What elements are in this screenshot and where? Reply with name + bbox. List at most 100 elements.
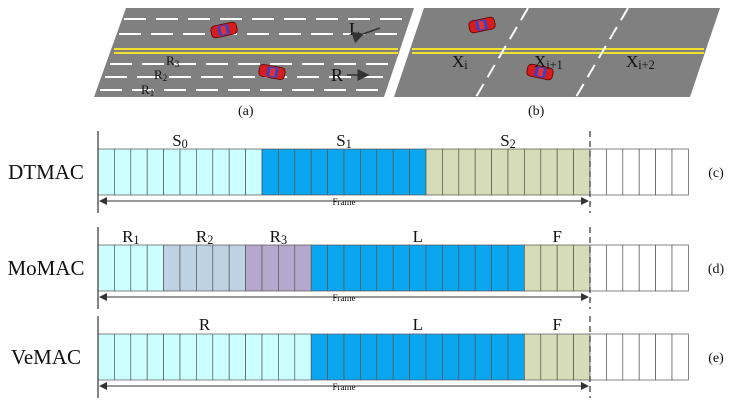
time-slot: [442, 148, 460, 196]
next-frame-slot: [606, 333, 624, 381]
time-slot: [376, 148, 394, 196]
road-b-panel: Xi Xi+1 Xi+2 (b): [394, 7, 720, 119]
time-slot: [310, 333, 328, 381]
caption-b: (b): [528, 104, 545, 119]
time-slot: [343, 148, 361, 196]
time-slot: [114, 333, 132, 381]
time-slot: [556, 244, 574, 292]
time-slot: [212, 333, 230, 381]
time-slot: [556, 148, 574, 196]
time-slot: [491, 244, 509, 292]
time-slot: [245, 333, 263, 381]
next-frame-slot: [655, 244, 673, 292]
slot-group-label: S2: [500, 131, 516, 151]
time-slot: [228, 333, 246, 381]
time-slot: [573, 244, 591, 292]
next-frame-slot: [671, 148, 689, 196]
time-slot: [474, 244, 492, 292]
time-slot: [507, 333, 525, 381]
time-slot: [458, 244, 476, 292]
caption-a: (a): [238, 104, 254, 119]
next-frame-slot: [622, 148, 640, 196]
time-slot: [474, 333, 492, 381]
time-slot: [294, 333, 312, 381]
next-frame-slot: [622, 333, 640, 381]
next-frame-slot: [655, 333, 673, 381]
time-slot: [278, 333, 296, 381]
time-slot: [146, 333, 164, 381]
time-slot: [425, 148, 443, 196]
time-slot: [392, 333, 410, 381]
slot-group-label: S1: [336, 131, 352, 151]
slot-group-label: R1: [122, 227, 139, 247]
frame-label: Frame: [333, 382, 356, 392]
time-slot: [163, 148, 181, 196]
time-slot: [196, 148, 214, 196]
slot-group-label: F: [552, 227, 561, 246]
time-slot: [409, 244, 427, 292]
row-tag: (c): [708, 166, 724, 181]
lane-label-r1: R1: [141, 82, 155, 99]
next-frame-slot: [622, 244, 640, 292]
time-slot: [196, 244, 214, 292]
time-slot: [228, 244, 246, 292]
row-tag: (d): [708, 262, 725, 277]
time-slot: [327, 333, 345, 381]
next-frame-slot: [606, 148, 624, 196]
slot-group-label: L: [413, 227, 423, 246]
row-tag: (e): [708, 351, 724, 366]
time-slot: [294, 148, 312, 196]
time-slot: [228, 148, 246, 196]
slot-group-label: R2: [196, 227, 213, 247]
time-slot: [573, 148, 591, 196]
time-slot: [130, 148, 148, 196]
time-slot: [212, 148, 230, 196]
time-slot: [442, 244, 460, 292]
slot-group-label: R3: [270, 227, 287, 247]
time-slot: [360, 148, 378, 196]
time-slot: [409, 148, 427, 196]
time-slot: [524, 148, 542, 196]
time-slot: [146, 148, 164, 196]
time-slot: [360, 333, 378, 381]
time-slot: [392, 148, 410, 196]
lane-label-r2: R2: [154, 67, 168, 84]
time-slot: [261, 333, 279, 381]
segment-label-xi1: Xi+1: [534, 52, 563, 72]
time-slot: [343, 244, 361, 292]
next-frame-slot: [606, 244, 624, 292]
time-slot: [376, 333, 394, 381]
direction-label-right: R: [331, 65, 343, 85]
time-slot: [114, 148, 132, 196]
time-slot: [278, 244, 296, 292]
time-slot: [343, 333, 361, 381]
time-slot: [114, 244, 132, 292]
next-frame-slot: [671, 244, 689, 292]
time-slot: [179, 244, 197, 292]
time-slot: [310, 148, 328, 196]
time-slot: [163, 244, 181, 292]
time-slot: [556, 333, 574, 381]
segment-label-xi2: Xi+2: [626, 52, 655, 72]
time-slot: [261, 148, 279, 196]
time-slot: [491, 148, 509, 196]
time-slot: [491, 333, 509, 381]
time-slot: [409, 333, 427, 381]
direction-label-left: L: [349, 19, 360, 39]
protocol-name: VeMAC: [11, 345, 81, 369]
time-slot: [130, 244, 148, 292]
next-frame-slot: [655, 148, 673, 196]
time-slot: [573, 333, 591, 381]
time-slot: [458, 148, 476, 196]
time-slot: [179, 148, 197, 196]
time-slot: [425, 244, 443, 292]
road-a-panel: R3 R2 R1 L R (a): [94, 8, 414, 119]
time-slot: [327, 148, 345, 196]
time-slot: [360, 244, 378, 292]
time-slot: [245, 148, 263, 196]
time-slot: [294, 244, 312, 292]
